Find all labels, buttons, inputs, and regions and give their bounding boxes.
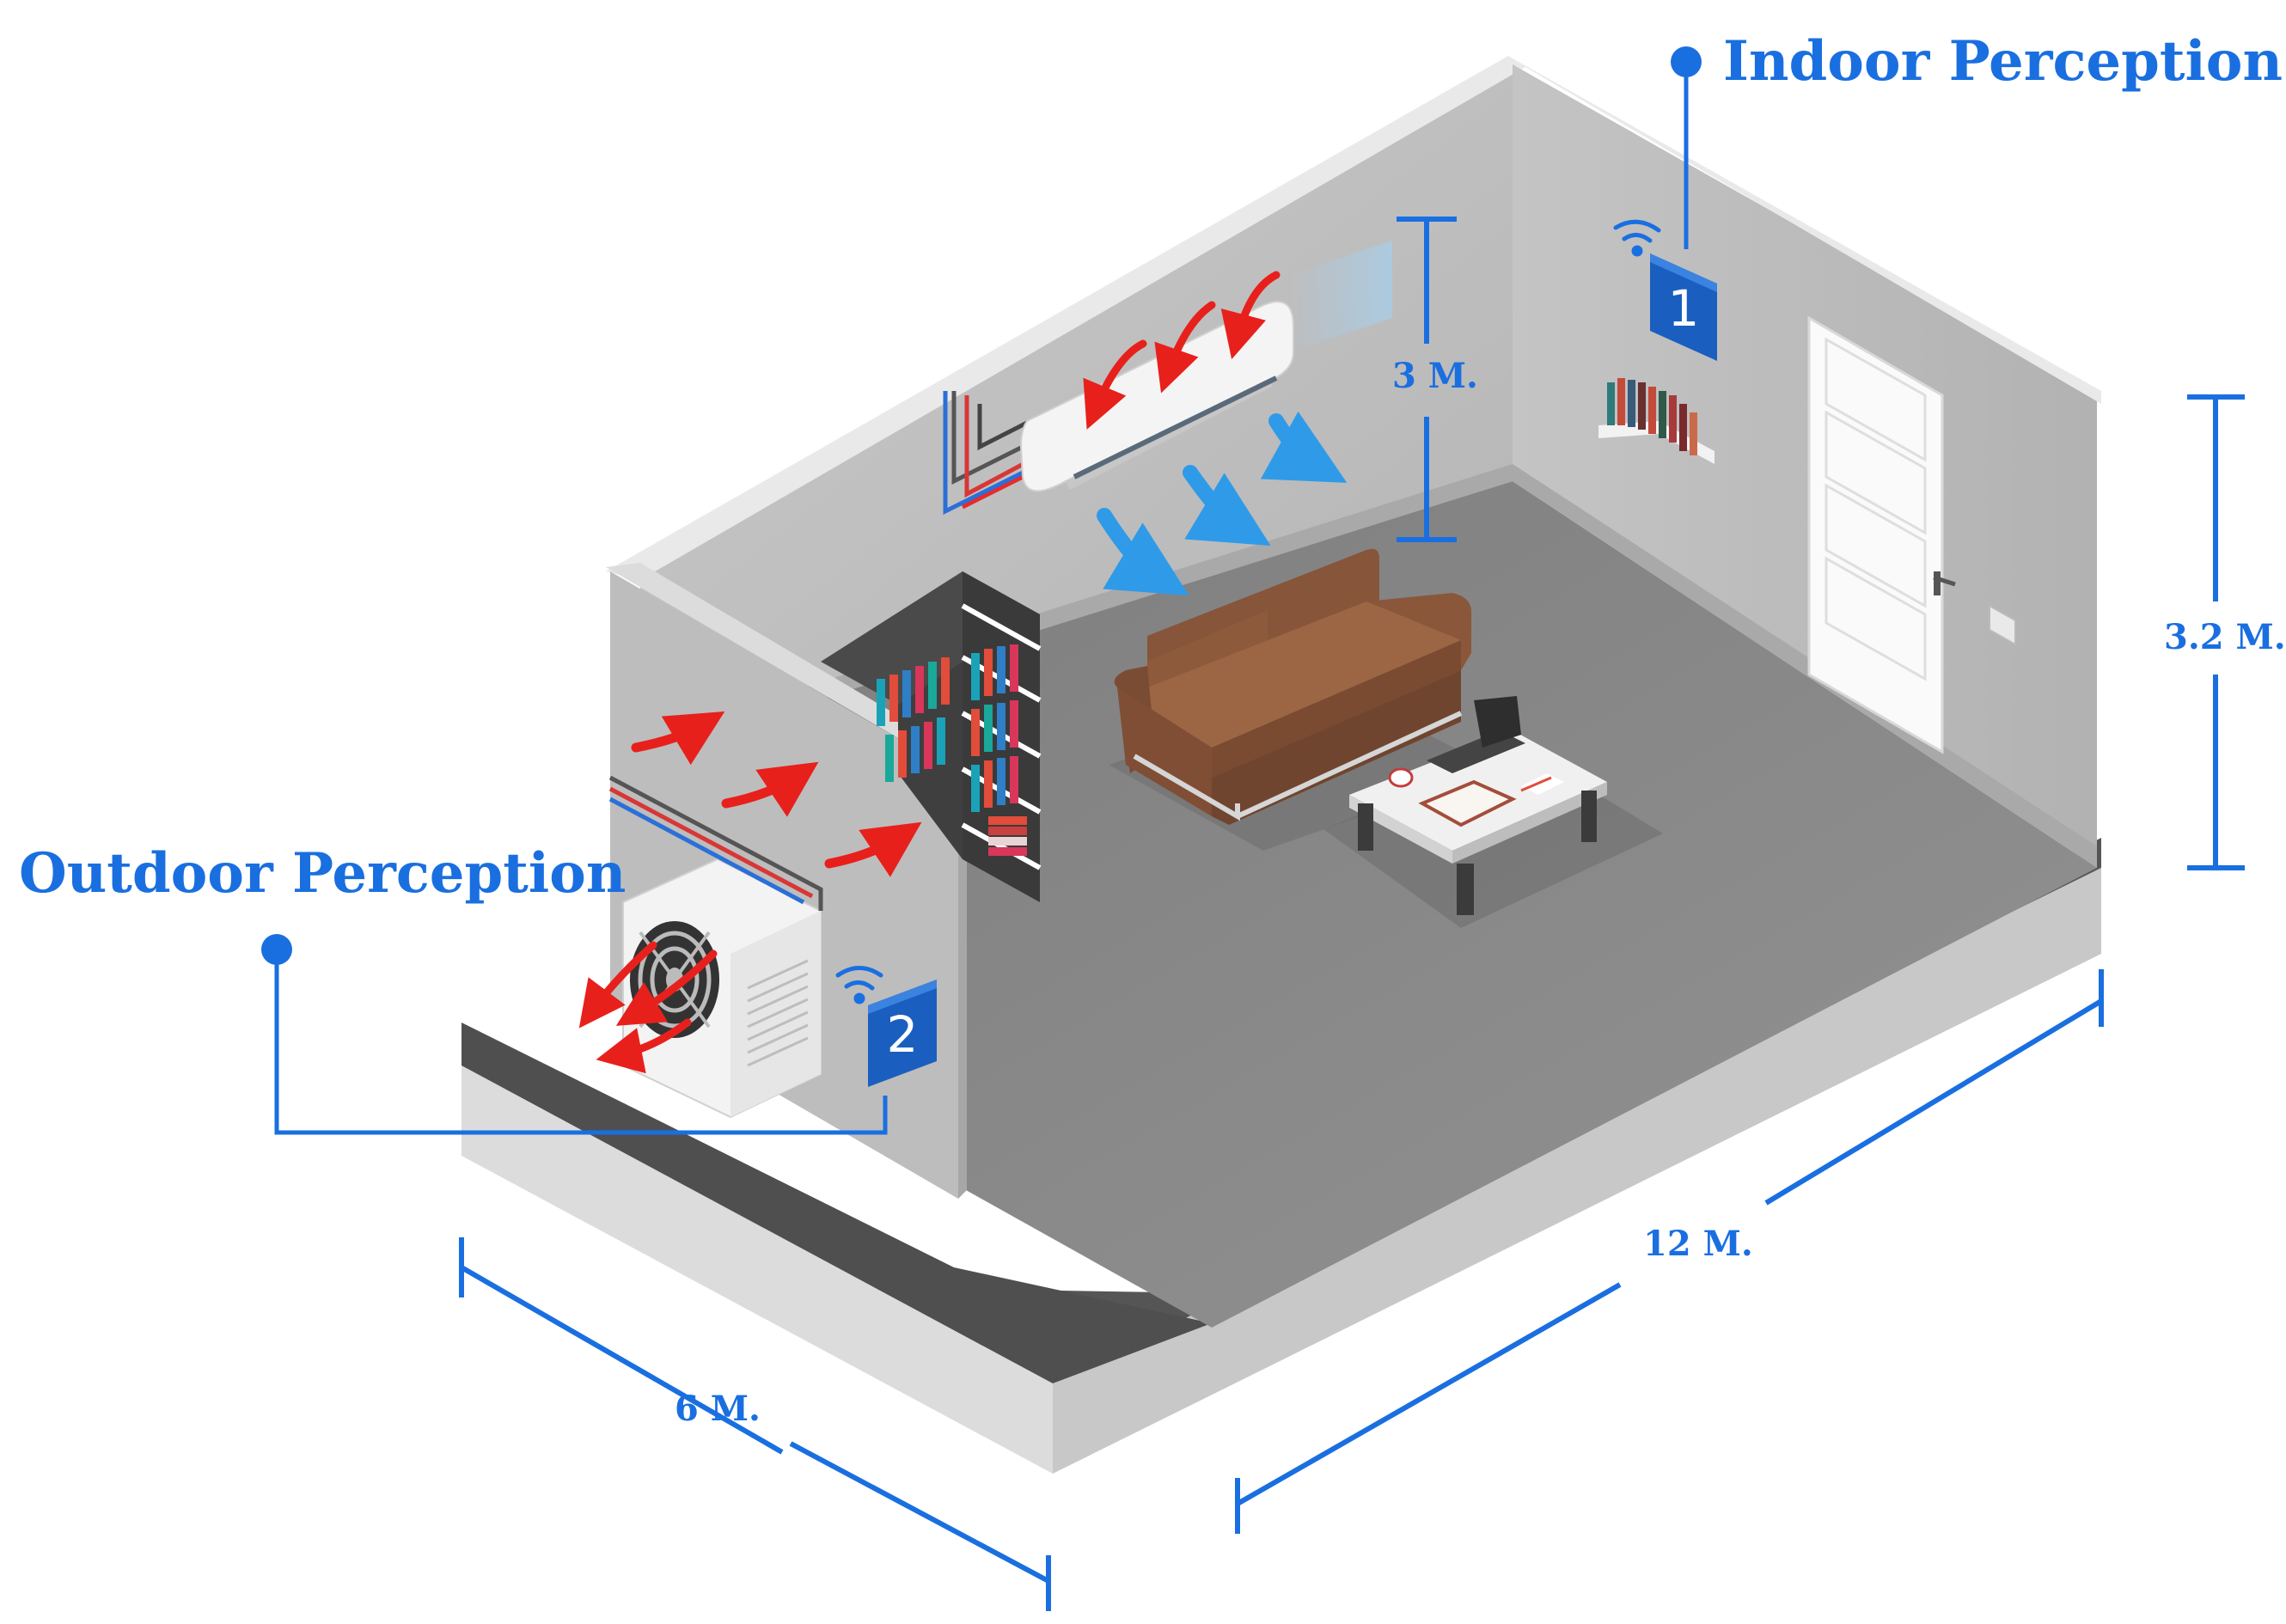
- ac-cool-air-arrows: [1097, 411, 1348, 596]
- outdoor-sensor: [835, 966, 937, 1087]
- outdoor-leader-line: [261, 934, 888, 1135]
- length-label: 12 M.: [1643, 1224, 1753, 1264]
- width-marker: [459, 1237, 1051, 1611]
- wifi-icon-outdoor: [835, 966, 883, 1004]
- indoor-leader-line: [1671, 46, 1702, 249]
- wifi-icon-indoor: [1613, 219, 1661, 257]
- outdoor-perception-label: Outdoor Perception: [19, 841, 627, 906]
- length-marker: [1235, 969, 2104, 1534]
- ground-slab: [461, 838, 2101, 1474]
- sofa: [1114, 548, 1471, 825]
- wall-bookshelf: [1598, 378, 1714, 464]
- wall-height-label: 3.2 M.: [2164, 617, 2286, 657]
- ac-intake-arrows: [1083, 271, 1281, 430]
- ac-height-label: 3 M.: [1392, 356, 1478, 396]
- outdoor-pipes: [608, 775, 823, 911]
- indoor-sensor-number: 1: [1667, 279, 1700, 338]
- door: [1807, 315, 2016, 754]
- wall-heat-arrows: [631, 711, 922, 877]
- indoor-sensor: [1613, 219, 1717, 361]
- width-label: 6 M.: [675, 1389, 761, 1429]
- outdoor-exhaust-arrows: [578, 941, 718, 1074]
- ac-height-marker: [1397, 217, 1457, 542]
- indoor-perception-label: Indoor Perception: [1723, 29, 2283, 94]
- wall-height-marker: [2187, 394, 2245, 870]
- bookshelf: [821, 571, 1042, 902]
- coffee-table: [1349, 696, 1607, 915]
- outdoor-sensor-number: 2: [886, 1005, 919, 1064]
